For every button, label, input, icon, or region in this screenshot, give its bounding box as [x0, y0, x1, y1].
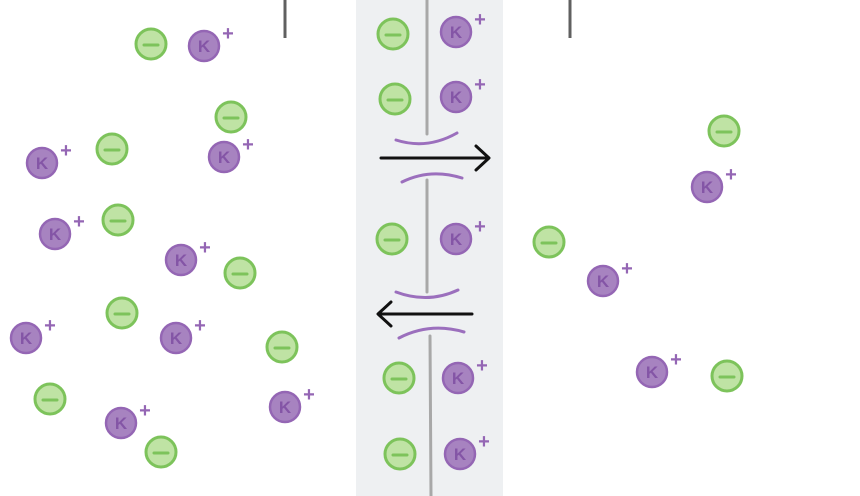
ion-channel-icon — [394, 131, 464, 184]
cation-charge: + — [60, 140, 72, 162]
cation-charge: + — [670, 349, 682, 371]
cation-letter: K — [36, 154, 49, 173]
cation-charge: + — [44, 315, 56, 337]
cation-letter: K — [20, 329, 33, 348]
k-plus-ion-icon: K+ — [441, 355, 488, 395]
cation-charge: + — [621, 258, 633, 280]
k-plus-ion-icon: K+ — [439, 216, 486, 256]
k-plus-ion-icon: K+ — [690, 164, 737, 204]
minus-circle-icon — [378, 82, 412, 116]
k-plus-ion-icon: K+ — [187, 23, 234, 63]
cation-letter: K — [701, 178, 714, 197]
cation-letter: K — [450, 230, 463, 249]
minus-circle-icon — [33, 382, 67, 416]
minus-circle-icon — [707, 114, 741, 148]
cation-letter: K — [450, 88, 463, 107]
k-plus-ion-icon: K+ — [439, 74, 486, 114]
cation-charge: + — [474, 216, 486, 238]
minus-circle-icon — [710, 359, 744, 393]
minus-circle-icon — [376, 17, 410, 51]
minus-circle-icon — [214, 100, 248, 134]
cation-letter: K — [170, 329, 183, 348]
minus-circle-icon — [105, 296, 139, 330]
cation-letter: K — [452, 369, 465, 388]
cation-charge: + — [199, 237, 211, 259]
minus-circle-icon — [532, 225, 566, 259]
cation-charge: + — [478, 431, 490, 453]
cation-letter: K — [49, 225, 62, 244]
cation-letter: K — [450, 23, 463, 42]
k-plus-ion-icon: K+ — [439, 9, 486, 49]
membrane-line — [425, 0, 433, 496]
cation-charge: + — [474, 74, 486, 96]
minus-circle-icon — [265, 330, 299, 364]
minus-circle-icon — [144, 435, 178, 469]
arrow-right-icon — [379, 144, 491, 172]
cation-letter: K — [646, 363, 659, 382]
cation-charge: + — [222, 23, 234, 45]
minus-circle-icon — [223, 256, 257, 290]
cation-letter: K — [454, 445, 467, 464]
cation-letter: K — [279, 398, 292, 417]
k-plus-ion-icon: K+ — [164, 237, 211, 277]
minus-circle-icon — [375, 222, 409, 256]
k-plus-ion-icon: K+ — [25, 140, 72, 180]
k-plus-ion-icon: K+ — [635, 349, 682, 389]
k-plus-ion-icon: K+ — [586, 258, 633, 298]
cation-charge: + — [474, 9, 486, 31]
minus-circle-icon — [95, 132, 129, 166]
cation-charge: + — [303, 384, 315, 406]
cation-letter: K — [198, 37, 211, 56]
k-plus-ion-icon: K+ — [38, 211, 85, 251]
cation-charge: + — [242, 134, 254, 156]
cation-letter: K — [175, 251, 188, 270]
ions-layer: K+K+K+K+K+K+K+K+K+K+K+K+K+K+K+K+K+ — [9, 9, 744, 471]
k-plus-ion-icon: K+ — [9, 315, 56, 355]
k-plus-ion-icon: K+ — [159, 315, 206, 355]
cation-charge: + — [139, 400, 151, 422]
cation-charge: + — [725, 164, 737, 186]
cation-letter: K — [218, 148, 231, 167]
minus-circle-icon — [383, 437, 417, 471]
cation-charge: + — [194, 315, 206, 337]
minus-circle-icon — [134, 27, 168, 61]
cation-letter: K — [597, 272, 610, 291]
minus-circle-icon — [101, 203, 135, 237]
cation-charge: + — [476, 355, 488, 377]
minus-circle-icon — [382, 361, 416, 395]
cation-letter: K — [115, 414, 128, 433]
k-plus-ion-icon: K+ — [104, 400, 151, 440]
k-plus-ion-icon: K+ — [268, 384, 315, 424]
ion-channel-icon — [394, 288, 466, 340]
arrow-left-icon — [376, 300, 474, 328]
k-plus-ion-icon: K+ — [443, 431, 490, 471]
cation-charge: + — [73, 211, 85, 233]
k-plus-ion-icon: K+ — [207, 134, 254, 174]
